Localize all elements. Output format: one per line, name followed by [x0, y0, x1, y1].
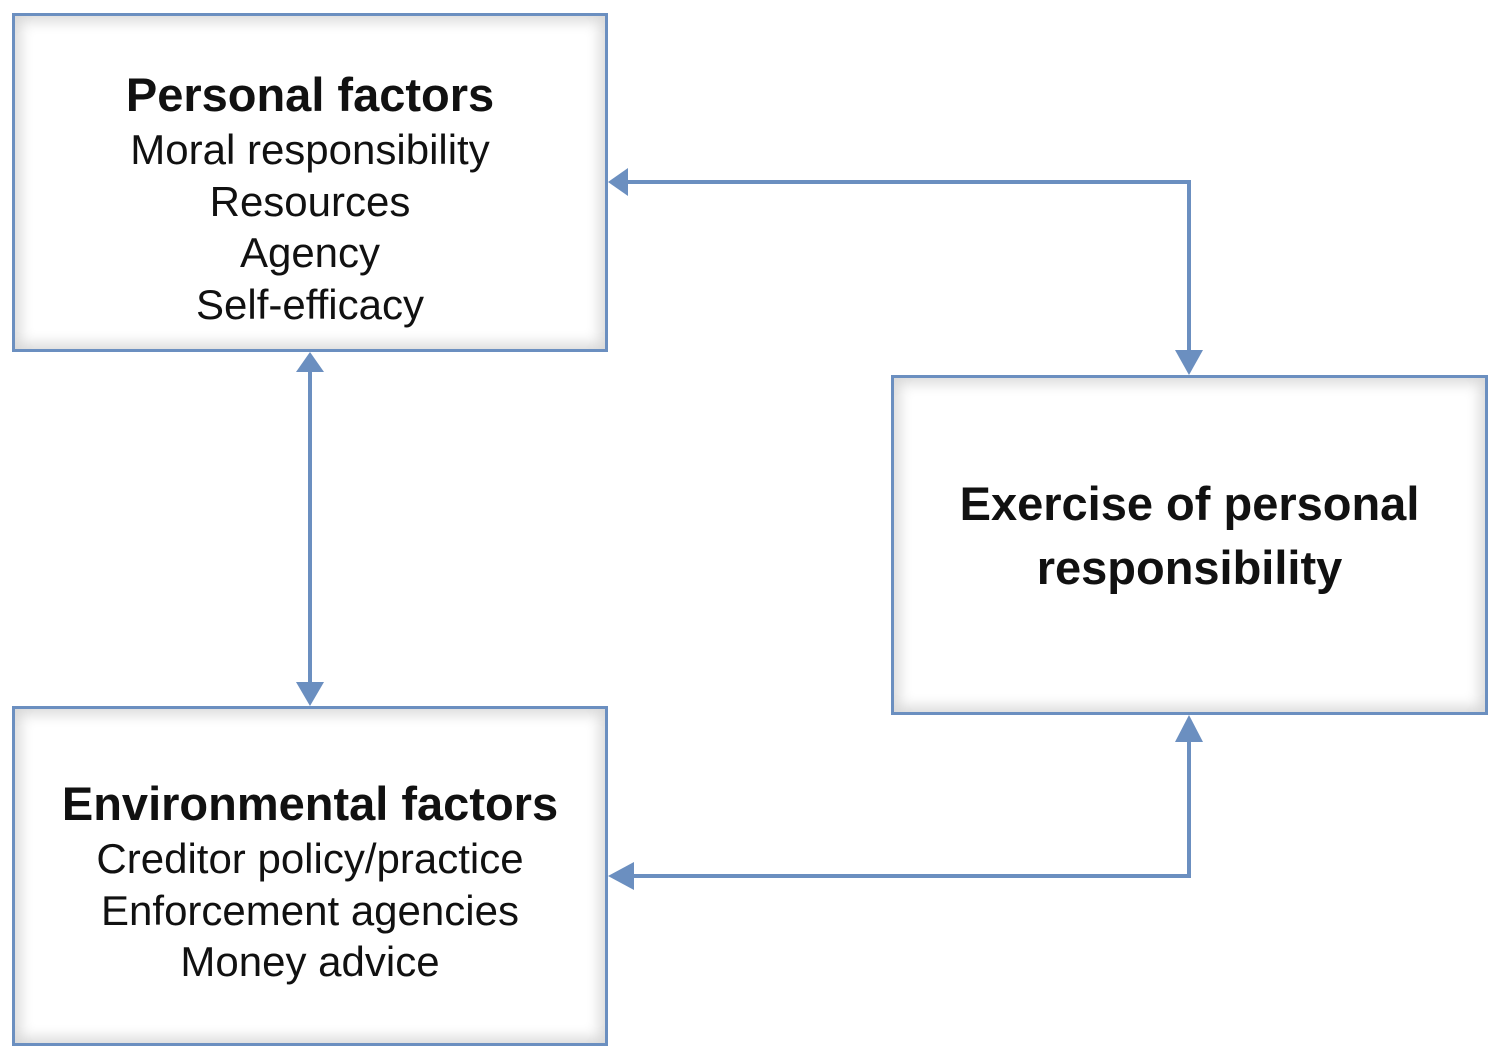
exercise-of-personal-responsibility-box: Exercise of personal responsibility: [891, 375, 1488, 715]
arrow-environmental-exercise: [608, 715, 1203, 890]
environmental-factor-item: Enforcement agencies: [101, 886, 519, 934]
environmental-factors-box: Environmental factors Creditor policy/pr…: [12, 706, 608, 1046]
environmental-factors-title: Environmental factors: [61, 777, 559, 830]
arrow-personal-exercise: [608, 168, 1203, 375]
arrow-personal-environmental: [296, 352, 324, 706]
exercise-title: Exercise of personal responsibility: [959, 477, 1420, 594]
environmental-factor-item: Creditor policy/practice: [96, 835, 524, 882]
personal-factors-title: Personal factors: [125, 68, 495, 121]
personal-factor-item: Moral responsibility: [130, 126, 490, 173]
personal-factors-box: Personal factors Moral responsibility Re…: [12, 13, 608, 352]
personal-factor-item: Self-efficacy: [196, 280, 424, 328]
personal-factor-item: Agency: [239, 229, 381, 276]
personal-factor-item: Resources: [209, 177, 411, 225]
environmental-factor-item: Money advice: [180, 938, 440, 985]
